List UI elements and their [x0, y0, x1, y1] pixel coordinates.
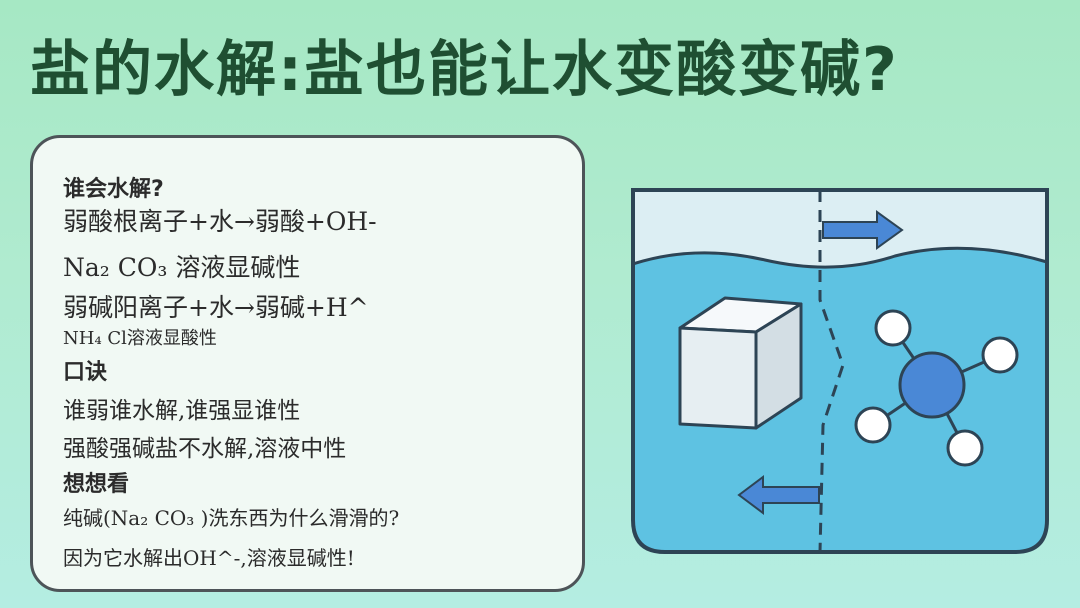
equation-weak-acid-anion: 弱酸根离子+水→弱酸+OH- — [63, 207, 377, 236]
answer-line: 因为它水解出OH^-,溶液显碱性! — [63, 546, 355, 570]
arrow-right-icon — [822, 210, 904, 250]
example-sodium-carbonate: Na₂ CO₃ 溶液显碱性 — [63, 253, 301, 282]
mnemonic-line-2: 强酸强碱盐不水解,溶液中性 — [63, 436, 347, 462]
example-ammonium-chloride: NH₄ Cl溶液显酸性 — [63, 328, 217, 349]
molecule-icon — [854, 309, 1019, 467]
heading-who-hydrolyzes: 谁会水解? — [63, 177, 164, 202]
mnemonic-line-1: 谁弱谁水解,谁强显谁性 — [63, 398, 301, 424]
membrane-divider — [818, 190, 845, 553]
page-title: 盐的水解:盐也能让水变酸变碱? — [30, 35, 899, 105]
arrow-left-icon — [737, 475, 820, 515]
heading-think-about-it: 想想看 — [63, 472, 130, 497]
heading-mnemonic: 口诀 — [63, 360, 108, 385]
question-line: 纯碱(Na₂ CO₃ )洗东西为什么滑滑的? — [63, 506, 400, 530]
info-card: 谁会水解? 弱酸根离子+水→弱酸+OH- Na₂ CO₃ 溶液显碱性 弱碱阳离子… — [30, 135, 585, 592]
equation-weak-base-cation: 弱碱阳离子+水→弱碱+H^ — [63, 293, 369, 322]
hydrolysis-illustration — [631, 188, 1049, 554]
salt-crystal-cube-icon — [678, 296, 803, 430]
